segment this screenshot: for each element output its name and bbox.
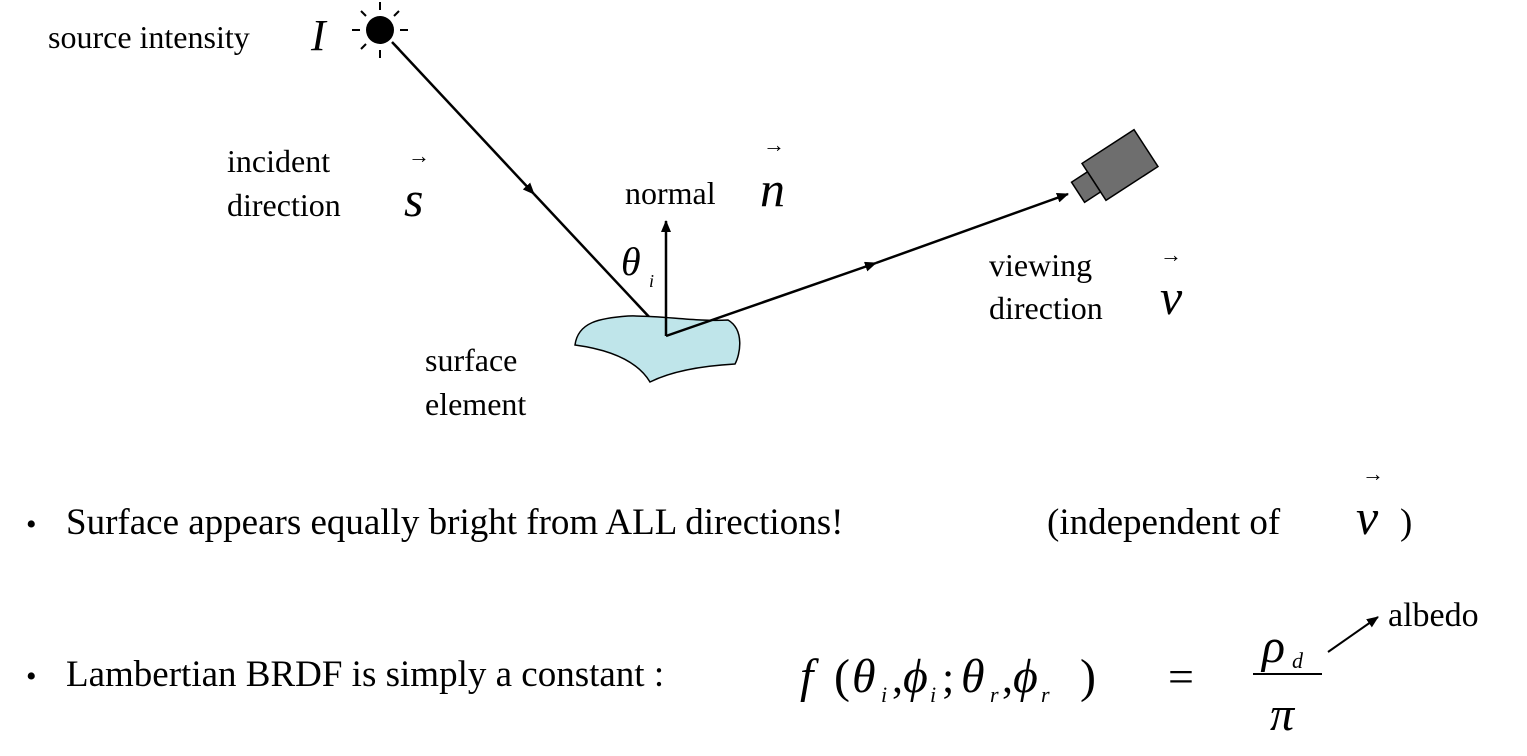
formula-phi-i: ϕ	[903, 650, 928, 703]
formula-rho-subscript: d	[1292, 648, 1304, 673]
formula-sub-r-2: r	[1041, 682, 1050, 707]
camera-icon	[1070, 128, 1160, 204]
formula-equals: =	[1168, 651, 1194, 702]
bullet-1-vector-arrow: →	[1362, 461, 1384, 486]
light-source-icon	[352, 2, 408, 58]
formula-sub-r-1: r	[990, 682, 999, 707]
incident-ray	[391, 41, 667, 336]
surface-label-line2: element	[425, 386, 526, 422]
formula-comma-1: ,	[892, 653, 903, 702]
viewing-symbol: v	[1160, 269, 1183, 325]
bullet-1-text: Surface appears equally bright from ALL …	[66, 502, 843, 543]
normal-vector-arrow: →	[763, 132, 785, 157]
source-symbol: I	[310, 11, 328, 60]
surface-patch-icon	[574, 315, 741, 383]
bullet-1-paren-close: )	[1400, 502, 1412, 543]
formula-f: f	[800, 650, 819, 703]
formula-phi-r: ϕ	[1013, 650, 1038, 703]
formula-theta-i: θ	[852, 650, 876, 703]
bullet-1-paren-text: (independent of	[1047, 502, 1281, 543]
formula-theta-r: θ	[961, 650, 985, 703]
viewing-label-line2: direction	[989, 290, 1103, 326]
viewing-vector-arrow: →	[1160, 242, 1182, 267]
theta-symbol: θ	[621, 239, 641, 284]
brdf-formula: f ( θ i , ϕ i ; θ r , ϕ r ) = ρ d π albe…	[800, 597, 1479, 741]
bullet-2-marker: •	[26, 660, 37, 693]
albedo-label: albedo	[1388, 597, 1479, 634]
bullet-1-symbol: v	[1356, 489, 1379, 545]
formula-sub-i-1: i	[881, 682, 887, 707]
bullet-1-marker: •	[26, 508, 37, 541]
surface-label-line1: surface	[425, 342, 517, 378]
normal-symbol: n	[760, 161, 785, 217]
formula-semicolon: ;	[942, 653, 954, 702]
formula-close-paren: )	[1080, 650, 1096, 703]
viewing-ray	[665, 192, 1069, 338]
normal-label: normal	[625, 175, 716, 211]
viewing-label-line1: viewing	[989, 247, 1092, 283]
formula-pi: π	[1270, 688, 1296, 741]
formula-comma-2: ,	[1002, 653, 1013, 702]
formula-open-paren: (	[834, 650, 850, 703]
incident-label-line1: incident	[227, 143, 330, 179]
incident-symbol: s	[404, 171, 423, 227]
bullet-2-text: Lambertian BRDF is simply a constant :	[66, 654, 664, 695]
albedo-pointer-arrow	[1327, 616, 1379, 653]
incident-label-line2: direction	[227, 187, 341, 223]
formula-rho: ρ	[1260, 620, 1285, 673]
incident-vector-arrow: →	[408, 143, 430, 168]
formula-sub-i-2: i	[930, 682, 936, 707]
source-label: source intensity	[48, 19, 250, 55]
theta-subscript: i	[649, 271, 654, 291]
